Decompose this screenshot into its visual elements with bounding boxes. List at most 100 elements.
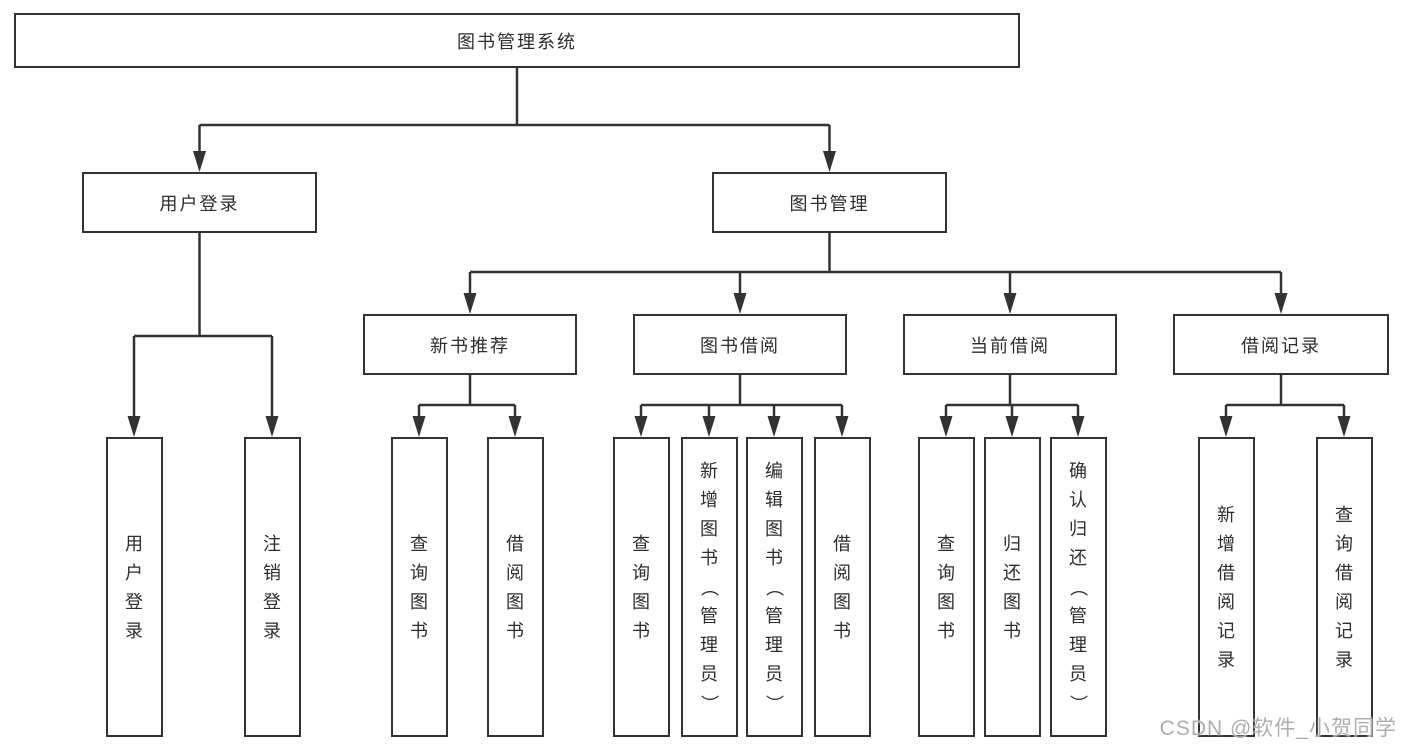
vertical-char: ） [1068, 694, 1088, 712]
vertical-char: 归 [1003, 533, 1021, 554]
vertical-char: 查 [1335, 504, 1353, 525]
connector-book-management [463, 233, 1288, 314]
vertical-char: 书 [937, 620, 955, 641]
vertical-char: ） [699, 694, 719, 712]
arrow-down-icon [1005, 416, 1019, 437]
vertical-char: 员 [765, 664, 783, 684]
vertical-char: 书 [632, 620, 650, 641]
vertical-char: 图 [765, 519, 783, 539]
arrow-down-icon [767, 416, 781, 437]
arrow-down-icon [1274, 293, 1288, 314]
leaf-borrow-books-recommend: 借阅图书 [486, 437, 544, 737]
vertical-char: 阅 [506, 562, 524, 583]
vertical-char: 管 [765, 606, 783, 626]
leaf-query-books-recommend: 查询图书 [390, 437, 448, 737]
vertical-char: 用 [125, 533, 143, 554]
arrow-down-icon [1219, 416, 1233, 437]
vertical-char: 图 [937, 591, 955, 612]
arrow-down-icon [127, 416, 141, 437]
leaf-borrow-books-borrow: 借阅图书 [813, 437, 871, 737]
vertical-char: 员 [700, 664, 718, 684]
vertical-char: 认 [1069, 490, 1087, 510]
vertical-char: 借 [1335, 562, 1353, 583]
vertical-char: 还 [1003, 562, 1021, 583]
vertical-char: 录 [263, 620, 281, 641]
vertical-char: 询 [1335, 533, 1353, 554]
vertical-char: 记 [1335, 620, 1353, 641]
arrow-down-icon [733, 293, 747, 314]
vertical-char: 图 [410, 591, 428, 612]
vertical-char: 归 [1069, 519, 1087, 539]
arrow-down-icon [193, 151, 206, 172]
arrow-down-icon [1003, 293, 1017, 314]
vertical-char: 增 [700, 490, 718, 510]
node-borrow-records: 借阅记录 [1173, 314, 1389, 375]
vertical-char: 查 [410, 533, 428, 554]
leaf-query-books-borrow: 查询图书 [612, 437, 670, 737]
vertical-char: 编 [765, 461, 783, 481]
leaf-query-books-current: 查询图书 [917, 437, 975, 737]
vertical-char: 新 [700, 461, 718, 481]
vertical-char: 查 [632, 533, 650, 554]
vertical-char: 询 [632, 562, 650, 583]
vertical-char: 理 [765, 635, 783, 655]
arrow-down-icon [939, 416, 953, 437]
arrow-down-icon [1337, 416, 1351, 437]
vertical-char: （ [699, 578, 719, 596]
vertical-char: 增 [1217, 533, 1235, 554]
arrow-down-icon [508, 416, 522, 437]
vertical-char: 登 [125, 591, 143, 612]
vertical-char: 录 [1217, 649, 1235, 670]
leaf-add-book-admin: 新增图书（管理员） [680, 437, 738, 737]
leaf-query-borrow-record: 查询借阅记录 [1315, 437, 1373, 737]
vertical-char: 图 [833, 591, 851, 612]
vertical-char: 书 [410, 620, 428, 641]
arrow-down-icon [412, 416, 426, 437]
connector-current-borrow [939, 375, 1085, 437]
connector-borrow-records [1219, 375, 1351, 437]
arrow-down-icon [702, 416, 716, 437]
vertical-char: 询 [937, 562, 955, 583]
node-new-book-recommend: 新书推荐 [363, 314, 577, 375]
vertical-char: 询 [410, 562, 428, 583]
csdn-watermark: CSDN @软件_小贺同学 [1159, 717, 1397, 740]
leaf-logout: 注销登录 [243, 437, 301, 737]
vertical-char: 阅 [833, 562, 851, 583]
connector-book-borrow [634, 375, 849, 437]
arrow-down-icon [265, 416, 279, 437]
vertical-char: （ [764, 578, 784, 596]
node-book-management-branch: 图书管理 [712, 172, 947, 233]
node-book-borrow: 图书借阅 [633, 314, 847, 375]
vertical-char: ） [764, 694, 784, 712]
vertical-char: 借 [1217, 562, 1235, 583]
vertical-char: 管 [700, 606, 718, 626]
vertical-char: 辑 [765, 490, 783, 510]
vertical-char: 录 [125, 620, 143, 641]
vertical-char: 书 [700, 548, 718, 568]
connector-user-login [127, 233, 279, 437]
vertical-char: 查 [937, 533, 955, 554]
vertical-char: 管 [1069, 606, 1087, 626]
vertical-char: 户 [125, 562, 143, 583]
vertical-char: 书 [833, 620, 851, 641]
vertical-char: 录 [1335, 649, 1353, 670]
node-user-login-branch: 用户登录 [82, 172, 317, 233]
vertical-char: 书 [765, 548, 783, 568]
vertical-char: 注 [263, 533, 281, 554]
node-current-borrow: 当前借阅 [903, 314, 1117, 375]
vertical-char: 员 [1069, 664, 1087, 684]
vertical-char: 借 [833, 533, 851, 554]
vertical-char: 销 [263, 562, 281, 583]
arrow-down-icon [463, 293, 477, 314]
vertical-char: 理 [700, 635, 718, 655]
leaf-edit-book-admin: 编辑图书 （ 管理员 ） [745, 437, 803, 737]
node-root: 图书管理系统 [14, 13, 1020, 68]
vertical-char: 图 [1003, 591, 1021, 612]
leaf-return-books: 归还图书 [983, 437, 1041, 737]
vertical-char: （ [1068, 578, 1088, 596]
vertical-char: 图 [632, 591, 650, 612]
arrow-down-icon [634, 416, 648, 437]
arrow-down-icon [1071, 416, 1085, 437]
leaf-add-borrow-record: 新增借阅记录 [1197, 437, 1255, 737]
